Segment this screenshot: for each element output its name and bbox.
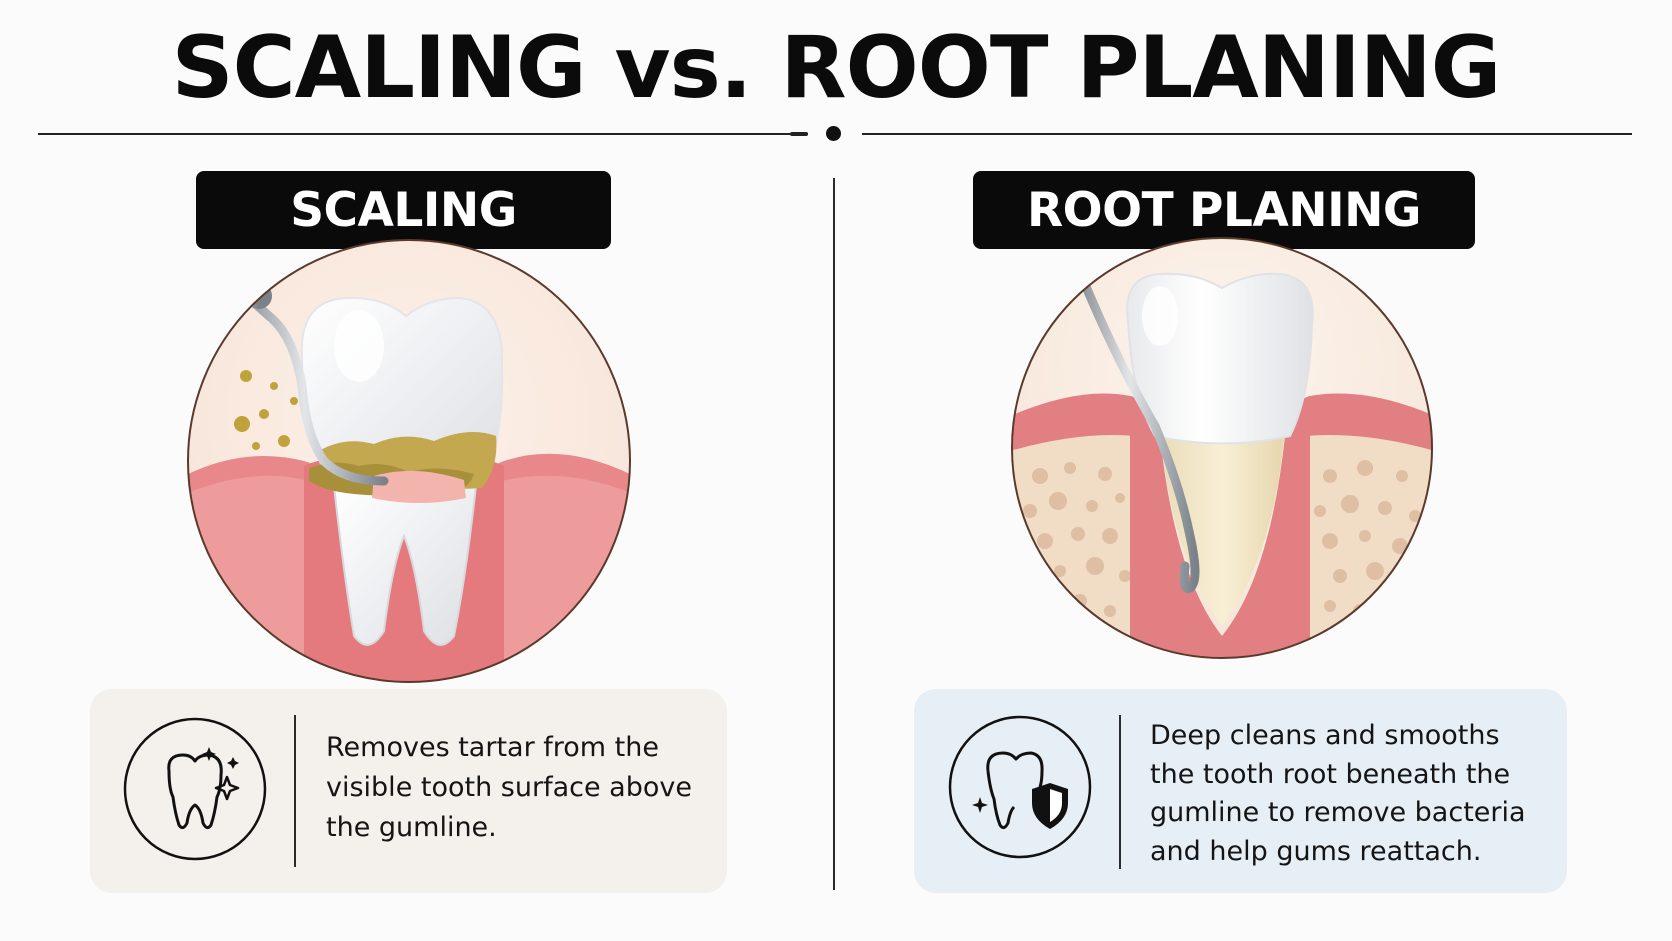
- root-planing-card: Deep cleans and smooths the tooth root b…: [914, 689, 1567, 893]
- panel-divider: [833, 178, 835, 890]
- root-planing-label: ROOT PLANING: [973, 171, 1475, 249]
- tooth-shield-icon: [948, 715, 1092, 859]
- scaling-description: Removes tartar from the visible tooth su…: [326, 732, 692, 843]
- title-divider-left: [38, 133, 808, 135]
- card-separator: [1119, 715, 1121, 869]
- title-divider-dash: [790, 132, 808, 136]
- card-separator: [294, 715, 296, 867]
- tooth-sparkle-icon: [123, 717, 267, 861]
- page-title: SCALING vs. ROOT PLANING: [171, 18, 1502, 118]
- title-divider-dot: [826, 126, 841, 141]
- scaling-card: Removes tartar from the visible tooth su…: [90, 689, 727, 893]
- scaling-illustration: [184, 236, 634, 690]
- root-planing-description: Deep cleans and smooths the tooth root b…: [1150, 720, 1526, 867]
- scaling-label: SCALING: [196, 171, 611, 249]
- root-planing-illustration: [1010, 236, 1435, 665]
- title-divider-right: [862, 133, 1632, 135]
